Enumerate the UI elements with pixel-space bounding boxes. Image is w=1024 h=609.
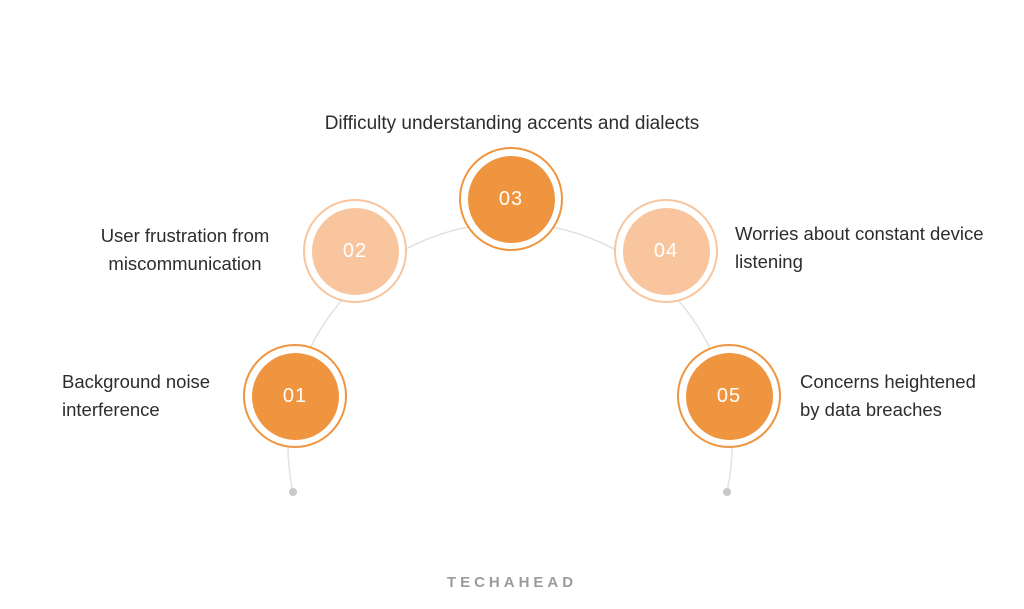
node-03-bubble: 03: [467, 155, 555, 243]
node-01-bubble: 01: [251, 352, 339, 440]
node-02-number: 02: [342, 239, 368, 262]
node-03: 03: [459, 147, 563, 251]
label-user-frustration: User frustration from miscommunication: [100, 225, 270, 274]
node-05: 05: [677, 344, 781, 448]
node-02: 02: [303, 199, 407, 303]
node-01: 01: [243, 344, 347, 448]
node-02-bubble: 02: [311, 207, 399, 295]
node-05-number: 05: [716, 384, 742, 407]
node-05-bubble: 05: [685, 352, 773, 440]
node-04-bubble: 04: [622, 207, 710, 295]
node-04: 04: [614, 199, 718, 303]
arc-end-dot-right: [723, 488, 731, 496]
label-data-breaches: Concerns heightened by data breaches: [800, 371, 976, 420]
label-difficulty-accents: Difficulty understanding accents and dia…: [324, 113, 700, 134]
node-01-number: 01: [282, 384, 308, 407]
node-03-number: 03: [498, 187, 524, 210]
brand-logo: TECHAHEAD: [446, 574, 578, 591]
label-device-listening: Worries about constant device listening: [735, 223, 984, 272]
label-background-noise: Background noise interference: [62, 371, 211, 420]
arc-end-dot-left: [289, 488, 297, 496]
node-04-number: 04: [653, 239, 679, 262]
